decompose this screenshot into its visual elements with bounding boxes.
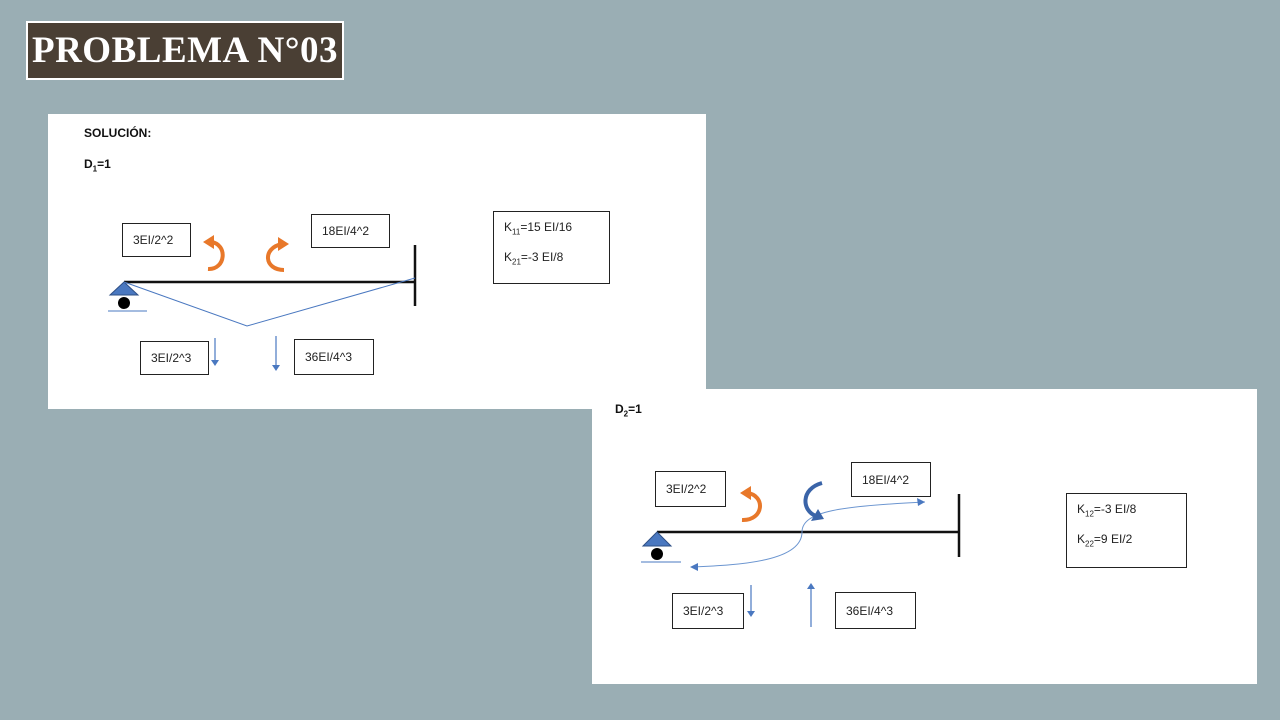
shear-label-right: 36EI/4^3 [294, 339, 374, 375]
slide-title: PROBLEMA N°03 [31, 30, 338, 71]
deflected-arrowhead-left-icon [690, 563, 698, 571]
pin-support-triangle [108, 281, 140, 296]
moment-label-left: 3EI/2^2 [655, 471, 726, 507]
shear-label-left: 3EI/2^3 [672, 593, 744, 629]
shear-arrow-left-icon [747, 585, 755, 617]
pin-support-roller [651, 548, 663, 560]
solution-panel-d2: D2=1 3EI/2^2 18EI/4^2 3EI/2^3 36EI/4^3 K… [592, 389, 1257, 684]
stiffness-k21: K21=-3 EI/8 [504, 250, 564, 267]
beam-diagram-d1 [108, 235, 417, 371]
shear-arrow-right-icon [807, 583, 815, 627]
moment-label-left: 3EI/2^2 [122, 223, 191, 257]
deflected-shape [691, 501, 926, 568]
stiffness-k22: K22=9 EI/2 [1077, 532, 1133, 549]
stiffness-k11: K11=15 EI/16 [504, 220, 573, 237]
moment-arrow-left-icon [203, 235, 225, 271]
pin-support-triangle [641, 531, 673, 547]
stiffness-box-d1: K11=15 EI/16 K21=-3 EI/8 [493, 211, 610, 284]
shear-label-left: 3EI/2^3 [140, 341, 209, 375]
pin-support-roller [118, 297, 130, 309]
shear-arrow-left-icon [211, 338, 219, 366]
solution-heading: SOLUCIÓN: [84, 126, 152, 140]
moment-arrow-right-icon [266, 237, 289, 272]
slide-title-box: PROBLEMA N°03 [26, 21, 344, 80]
shear-label-right: 36EI/4^3 [835, 592, 916, 629]
stiffness-box-d2: K12=-3 EI/8 K22=9 EI/2 [1066, 493, 1187, 568]
case-label-d2: D2=1 [615, 402, 642, 419]
moment-label-right: 18EI/4^2 [851, 462, 931, 497]
moment-arrow-right-icon [803, 481, 824, 521]
beam-diagram-d2 [641, 481, 961, 627]
shear-arrow-right-icon [272, 336, 280, 371]
moment-arrow-left-icon [740, 486, 762, 523]
stiffness-k12: K12=-3 EI/8 [1077, 502, 1137, 519]
moment-label-right: 18EI/4^2 [311, 214, 390, 248]
deflected-shape [123, 277, 416, 327]
deflected-arrowhead-right-icon [917, 498, 925, 506]
solution-panel-d1: SOLUCIÓN: D1=1 3EI/2^2 18EI/4^2 3EI/2^3 … [48, 114, 706, 409]
case-label-d1: D1=1 [84, 157, 111, 174]
